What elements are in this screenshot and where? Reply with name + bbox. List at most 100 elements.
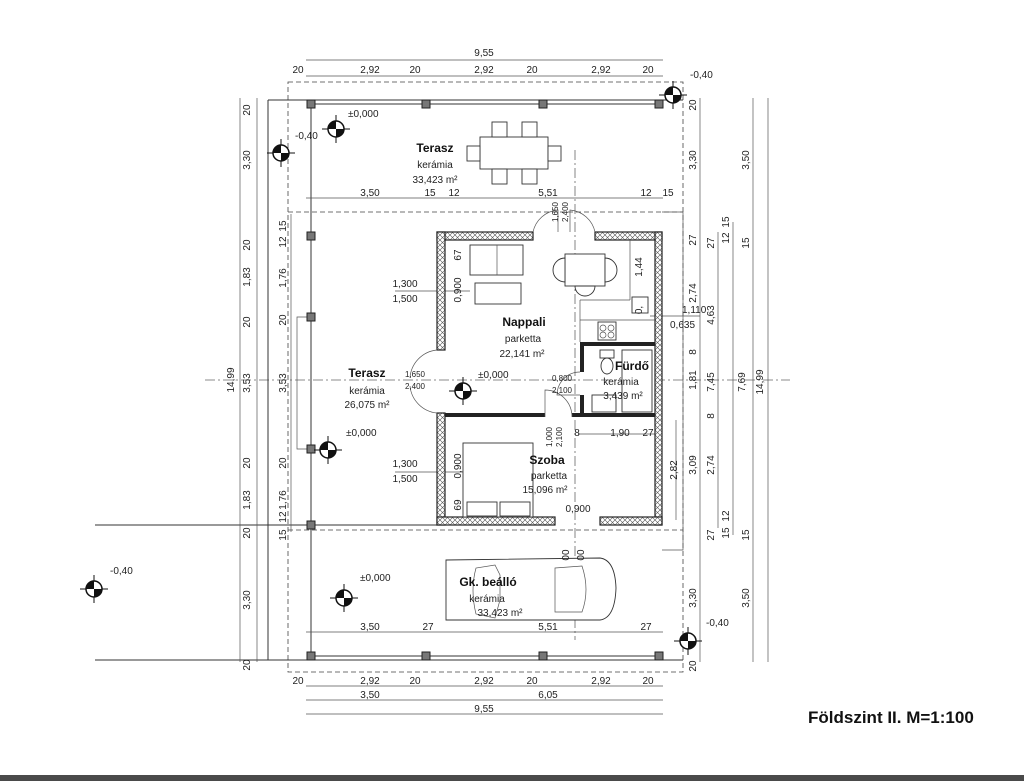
room-label: Fürdő — [615, 359, 649, 373]
dimension-label: 2,74 — [706, 455, 717, 475]
coffee-table — [474, 282, 522, 305]
dimension-label: 20 — [242, 659, 253, 671]
room-label: Gk. beálló — [459, 575, 516, 589]
room-label: 15,096 m² — [522, 485, 568, 496]
dimension-label: 6,05 — [538, 690, 558, 701]
dimension-label: 1,76 — [278, 268, 289, 288]
column — [654, 99, 664, 109]
dimension-label: 0,900 — [565, 504, 590, 515]
dining-set — [552, 253, 618, 297]
dimension-label: 27 — [706, 529, 717, 541]
dimension-label: 20 — [242, 104, 253, 116]
dimension-label: 20 — [642, 676, 654, 687]
dimension-label: 2,92 — [360, 65, 380, 76]
column — [654, 651, 664, 661]
dimension-label: 00 — [561, 549, 572, 561]
drawing-title: Földszint II. M=1:100 — [808, 708, 974, 727]
dimension-label: 5,51 — [538, 622, 558, 633]
dimension-label: 0, — [634, 306, 645, 314]
dimension-label: 15 — [721, 527, 732, 539]
opening-size-label: 2,400 — [561, 201, 570, 222]
room-label: parketta — [505, 334, 542, 345]
level-marker-icon — [314, 436, 342, 464]
column — [538, 651, 548, 661]
dimension-label: 3,53 — [242, 373, 253, 393]
column — [306, 520, 316, 530]
level-label: -0,40 — [706, 618, 729, 629]
opening-size-label: 1,500 — [392, 474, 417, 485]
level-label: -0,40 — [295, 131, 318, 142]
dimension-label: 20 — [642, 65, 654, 76]
dimension-label: 27 — [706, 237, 717, 249]
room-label: 26,075 m² — [344, 400, 390, 411]
dimension-label: 3,30 — [242, 590, 253, 610]
dimension-label: 2,92 — [591, 676, 611, 687]
room-label: Szoba — [529, 453, 565, 467]
dimension-label: 20 — [688, 99, 699, 111]
opening-size-label: 1,300 — [392, 459, 417, 470]
dimension-label: 20 — [242, 457, 253, 469]
walls — [436, 231, 663, 526]
dimension-label: 15 — [721, 216, 732, 228]
dimension-label: 20 — [526, 65, 538, 76]
dimension-label: 20 — [409, 676, 421, 687]
dimension-label: 15 — [424, 188, 436, 199]
dimension-label: 3,50 — [360, 622, 380, 633]
dimension-label: 20 — [242, 527, 253, 539]
dimension-label: 20 — [688, 660, 699, 672]
dimension-label: 2,92 — [474, 65, 494, 76]
column — [306, 312, 316, 322]
dimension-label: 5,51 — [538, 188, 558, 199]
dimension-label: 3,50 — [360, 188, 380, 199]
opening-size-label: 1,650 — [405, 370, 426, 379]
car — [445, 557, 617, 621]
doors — [409, 209, 596, 418]
dimension-label: 15 — [278, 220, 289, 232]
level-label: -0,40 — [110, 566, 133, 577]
column — [306, 651, 316, 661]
dimension-label: 8 — [574, 428, 580, 439]
dimension-label: 00 — [576, 549, 587, 561]
dimension-label: 2,100 — [555, 426, 564, 447]
dimension-label: 2,92 — [360, 676, 380, 687]
room-label: parketta — [531, 471, 568, 482]
dimension-label: 1,110 — [682, 305, 707, 316]
dimension-label: 67 — [453, 249, 464, 261]
room-label: 22,141 m² — [499, 349, 545, 360]
dimension-label: 3,30 — [688, 150, 699, 170]
dimension-label: 7,69 — [737, 372, 748, 392]
dimension-label: 3,09 — [688, 455, 699, 475]
room-label: kerámia — [603, 377, 639, 388]
room-label: Terasz — [416, 141, 453, 155]
dimension-label: 4,63 — [706, 305, 717, 325]
bottom-bar — [0, 775, 1024, 781]
column — [421, 651, 431, 661]
dimension-label: 3,50 — [741, 150, 752, 170]
kitchen — [597, 296, 649, 341]
column — [538, 99, 548, 109]
level-label: ±0,000 — [478, 370, 509, 381]
level-marker-icon — [449, 377, 477, 405]
dimension-label: 3,30 — [688, 588, 699, 608]
dimension-label: 12 — [640, 188, 652, 199]
level-markers — [80, 81, 702, 655]
opening-size-label: 2,100 — [552, 386, 573, 395]
dimension-lines — [239, 59, 769, 715]
dimension-label: 1,000 — [545, 426, 554, 447]
dimension-label: 9,55 — [474, 704, 494, 715]
dimension-label: 20 — [242, 239, 253, 251]
dimension-label: 2,74 — [688, 283, 699, 303]
dimension-label: 3,30 — [242, 150, 253, 170]
level-marker-icon — [674, 627, 702, 655]
dimension-label: 2,92 — [591, 65, 611, 76]
room-label: 3,439 m² — [603, 391, 643, 402]
opening-size-label: 2,400 — [405, 382, 426, 391]
dimension-label: 2,82 — [669, 460, 680, 480]
level-label: ±0,000 — [348, 109, 379, 120]
dimension-label: 20 — [526, 676, 538, 687]
opening-size-label: 0,800 — [552, 374, 573, 383]
dimension-label: 20 — [292, 65, 304, 76]
dimension-label: 27 — [640, 622, 652, 633]
room-label: kerámia — [349, 386, 385, 397]
